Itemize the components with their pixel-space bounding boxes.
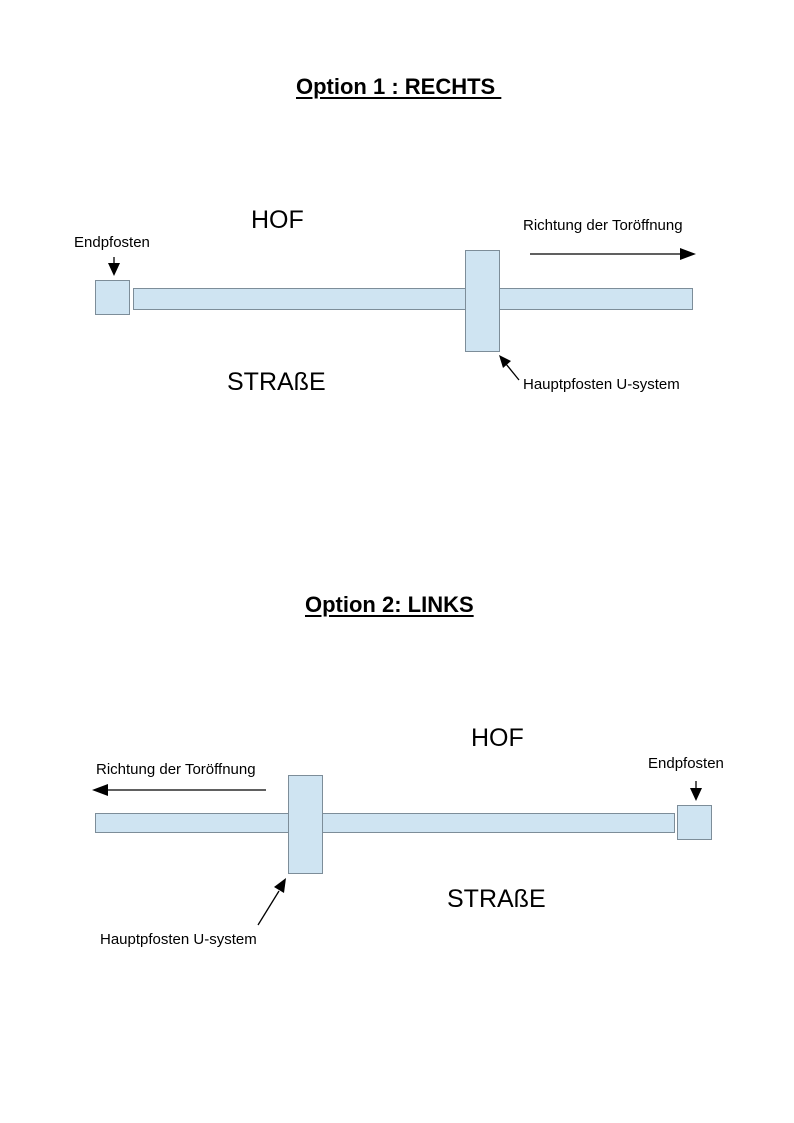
option2-end-post	[677, 805, 712, 840]
option2-heading: Option 2: LINKS	[305, 592, 474, 617]
option1-direction-arrow	[530, 248, 696, 260]
option2-yard-label: HOF	[471, 724, 524, 752]
option1-street-label: STRAßE	[227, 368, 326, 396]
option1-gate-rail	[133, 288, 693, 310]
option1-heading: Option 1 : RECHTS	[296, 74, 502, 99]
option1-main-post-label: Hauptpfosten U-system	[523, 376, 680, 393]
option1-end-post-arrow	[108, 257, 120, 276]
option1-end-post	[95, 280, 130, 315]
option1-main-post	[465, 250, 500, 352]
option2-main-post-label: Hauptpfosten U-system	[100, 931, 257, 948]
option2-main-post-arrow	[257, 878, 286, 926]
option1-main-post-arrow	[499, 355, 520, 381]
option2-end-post-label: Endpfosten	[648, 755, 724, 772]
option2-direction-label: Richtung der Toröffnung	[96, 761, 256, 778]
option2-main-post	[288, 775, 323, 874]
option1-direction-label: Richtung der Toröffnung	[523, 217, 683, 234]
option1-end-post-label: Endpfosten	[74, 234, 150, 251]
option2-street-label: STRAßE	[447, 885, 546, 913]
option2-end-post-arrow	[690, 781, 702, 801]
option2-gate-rail	[95, 813, 675, 833]
option1-yard-label: HOF	[251, 206, 304, 234]
option2-direction-arrow	[92, 784, 266, 796]
